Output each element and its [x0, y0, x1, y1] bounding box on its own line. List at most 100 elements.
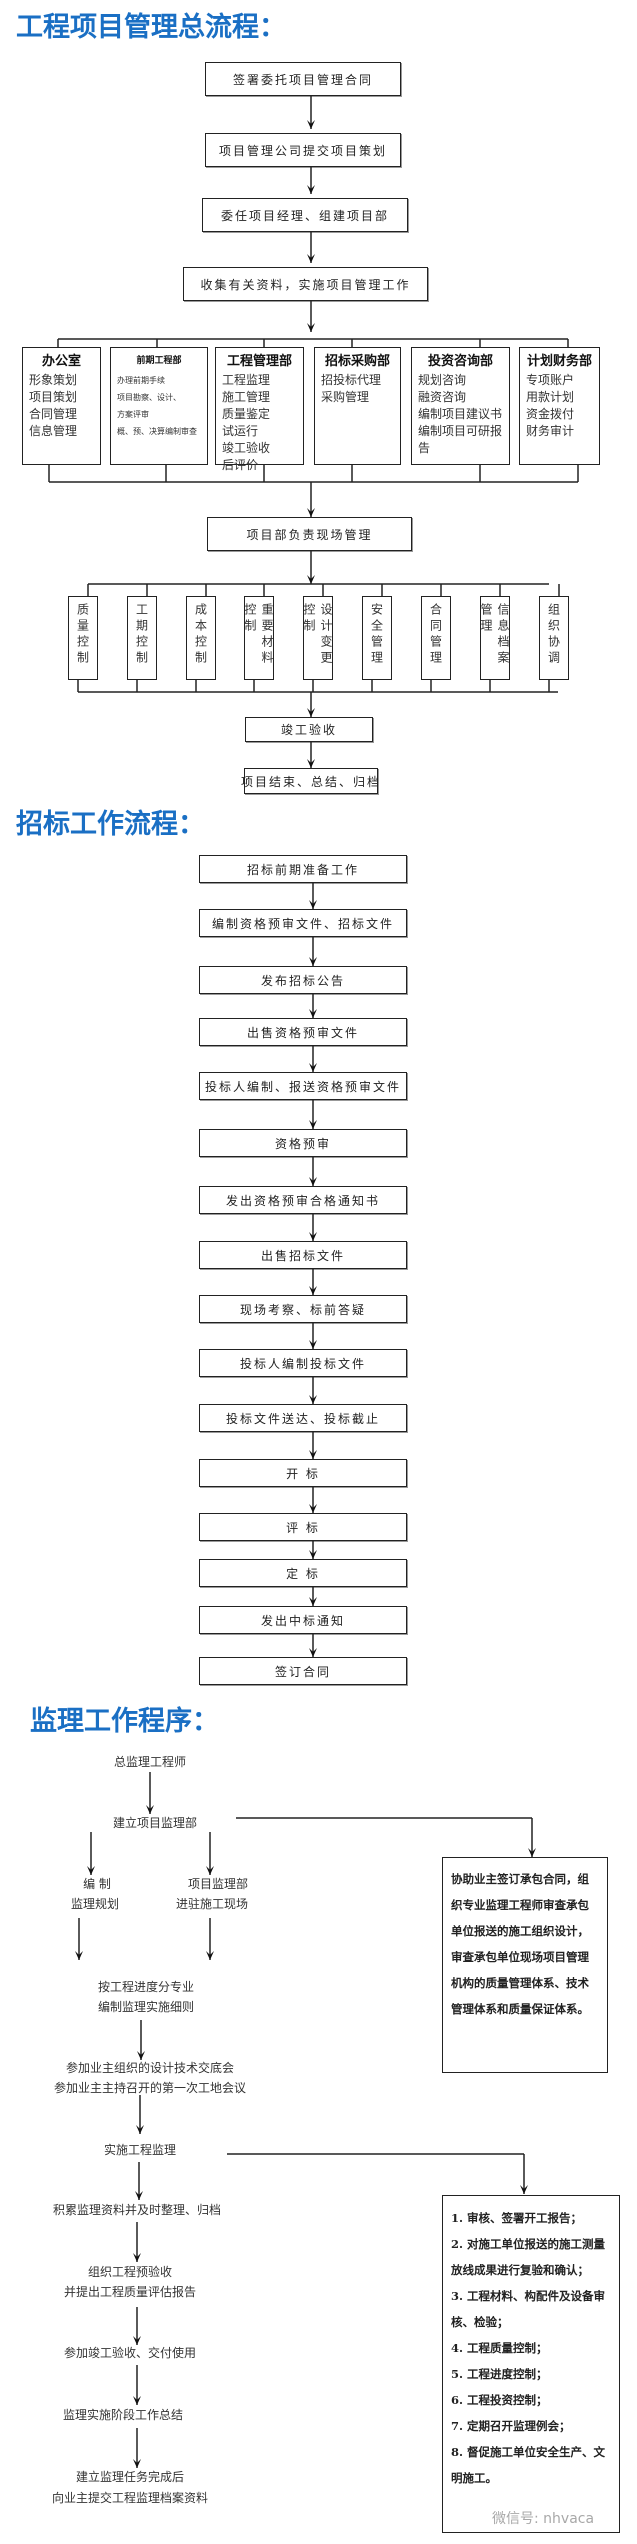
arrowhead-icon: [309, 1597, 317, 1606]
arrowhead-icon: [309, 1063, 317, 1072]
department-duty: 方案评审: [117, 410, 149, 419]
note-box-contract-review: 协助业主签订承包合同，组织专业监理工程师审查承包单位报送的施工组织设计，审查承包…: [442, 1857, 608, 2073]
control-box: 工期控制: [127, 596, 157, 680]
step-box: 收集有关资料，实施项目管理工作: [183, 267, 428, 301]
arrowhead-icon: [206, 1951, 214, 1960]
control-box: 质量控制: [68, 596, 98, 680]
pre-acceptance-line2: 并提出工程质量评估报告: [63, 2285, 197, 2299]
bidding-step-box: 招标前期准备工作: [199, 855, 407, 883]
detail-rules-line2: 编制监理实施细则: [97, 2000, 195, 2014]
handover-line2: 向业主提交工程监理档案资料: [51, 2491, 209, 2505]
control-box: 安全管理: [362, 596, 392, 680]
department-duty: 试运行: [222, 424, 259, 438]
branch-left-line1: 编 制: [83, 1877, 111, 1891]
control-label: 信息档案管理: [479, 603, 510, 667]
department-duty: 采购管理: [321, 390, 370, 404]
arrowhead-icon: [307, 759, 315, 768]
department-duty: 招投标代理: [321, 373, 382, 387]
control-box: 组织协调: [539, 596, 569, 680]
control-label: 重要材料控制: [243, 603, 274, 667]
branch-right-line1: 项目监理部: [187, 1877, 249, 1891]
branch-right-line2: 进驻施工现场: [175, 1897, 249, 1911]
chief-engineer-label: 总监理工程师: [113, 1755, 187, 1769]
department-duty: 办理前期手续: [117, 376, 165, 385]
control-box: 重要材料控制: [243, 596, 274, 680]
arrowhead-icon: [137, 2051, 145, 2060]
bidding-step-box: 投标人编制、报送资格预审文件: [199, 1072, 407, 1100]
arrowhead-icon: [309, 1340, 317, 1349]
detail-rules-line1: 按工程进度分专业: [97, 1980, 195, 1994]
department-duty: 项目勘察、设计、: [117, 393, 181, 402]
arrowhead-icon: [528, 1848, 536, 1857]
department-duty: 形象策划: [29, 373, 78, 387]
arrowhead-icon: [136, 2125, 144, 2134]
arrowhead-icon: [133, 2396, 141, 2405]
arrowhead-icon: [135, 2191, 143, 2200]
arrowhead-icon: [133, 2459, 141, 2468]
control-box: 成本控制: [186, 596, 216, 680]
note-item: 7. 定期召开监理例会；: [451, 2419, 571, 2433]
department-name: 投资咨询部: [427, 354, 493, 369]
department-duty: 融资咨询: [418, 390, 467, 404]
bidding-step-box: 签订合同: [199, 1657, 407, 1685]
department-box: 投资咨询部规划咨询融资咨询编制项目建议书编制项目可研报告: [411, 347, 510, 465]
meetings-line2: 参加业主主持召开的第一次工地会议: [53, 2081, 247, 2095]
bidding-step-box: 编制资格预审文件、招标文件: [199, 909, 407, 937]
note-box-supervision-tasks: 1. 审核、签署开工报告；2. 对施工单位报送的施工测量放线成果进行复验和确认；…: [442, 2195, 620, 2533]
arrowhead-icon: [133, 2336, 141, 2345]
section-title-supervision: 监理工作程序：: [30, 1706, 219, 1737]
note-text: 协助业主签订承包合同，组织专业监理工程师审查承包单位报送的施工组织设计，审查承包…: [451, 1872, 589, 2016]
watermark: 微信号: nhvaca: [492, 2511, 595, 2527]
department-box: 前期工程部办理前期手续项目勘察、设计、方案评审概、预、决算编制审查: [110, 347, 208, 465]
bidding-step-box: 投标人编制投标文件: [199, 1349, 407, 1377]
department-duty: 用款计划: [526, 390, 575, 404]
bidding-step-box: 发出资格预审合格通知书: [199, 1186, 407, 1214]
archive-label: 积累监理资料并及时整理、归档: [52, 2203, 222, 2217]
arrowhead-icon: [307, 254, 315, 263]
bidding-step-box: 评 标: [199, 1513, 407, 1541]
arrowhead-icon: [309, 1286, 317, 1295]
bidding-step-box: 出售招标文件: [199, 1241, 407, 1269]
note-item: 1. 审核、签署开工报告；: [451, 2211, 583, 2225]
arrowhead-icon: [307, 708, 315, 717]
arrowhead-icon: [307, 508, 315, 517]
department-duty: 专项账户: [526, 373, 575, 387]
arrowhead-icon: [309, 1504, 317, 1513]
department-duty: 信息管理: [29, 424, 78, 438]
department-duty: 工程监理: [222, 373, 271, 387]
arrowhead-icon: [309, 957, 317, 966]
arrowhead-icon: [309, 1232, 317, 1241]
note-item: 5. 工程进度控制；: [451, 2367, 548, 2381]
department-duty: 合同管理: [29, 407, 78, 421]
department-duty: 编制项目可研报告: [418, 424, 503, 455]
arrowhead-icon: [309, 1450, 317, 1459]
bidding-step-box: 开 标: [199, 1459, 407, 1487]
control-box: 合同管理: [421, 596, 451, 680]
department-duty: 项目策划: [29, 390, 78, 404]
site-management-box: 项目部负责现场管理: [207, 517, 412, 551]
section-title-project-management: 工程项目管理总流程：: [16, 12, 286, 43]
department-name: 前期工程部: [136, 356, 182, 366]
bidding-step-box: 资格预审: [199, 1129, 407, 1157]
department-duty: 后评价: [222, 458, 259, 472]
summary-label: 监理实施阶段工作总结: [62, 2408, 184, 2422]
bidding-step-box: 出售资格预审文件: [199, 1018, 407, 1046]
arrowhead-icon: [146, 1805, 154, 1814]
final-acceptance-label: 参加竣工验收、交付使用: [63, 2346, 197, 2360]
meetings-line1: 参加业主组织的设计技术交底会: [65, 2061, 235, 2075]
bidding-step-box: 发布招标公告: [199, 966, 407, 994]
arrowhead-icon: [307, 120, 315, 129]
department-name: 计划财务部: [526, 354, 592, 369]
pre-acceptance-line1: 组织工程预验收: [87, 2265, 173, 2279]
arrowhead-icon: [309, 1395, 317, 1404]
arrowhead-icon: [206, 1866, 214, 1875]
arrowhead-icon: [309, 1648, 317, 1657]
department-duty: 资金拨付: [526, 407, 575, 421]
department-box: 计划财务部专项账户用款计划资金拨付财务审计: [519, 347, 600, 465]
note-item: 4. 工程质量控制；: [451, 2341, 548, 2355]
arrowhead-icon: [87, 1866, 95, 1875]
control-label: 合同管理: [428, 603, 443, 667]
arrowhead-icon: [520, 2185, 528, 2194]
branch-left-line2: 监理规划: [70, 1897, 120, 1911]
